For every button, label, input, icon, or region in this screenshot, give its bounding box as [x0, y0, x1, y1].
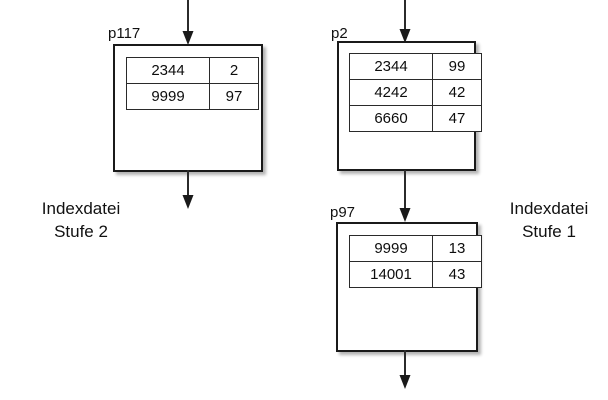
entry-table-p2: 2344 99 4242 42 6660 47 [349, 53, 482, 132]
table-row: 4242 42 [349, 79, 482, 106]
caption-line-1: Indexdatei [509, 199, 589, 218]
cell-pointer: 42 [432, 79, 482, 106]
caption-level-2: Indexdatei Stufe 2 [16, 198, 146, 244]
node-label-p2: p2 [331, 25, 348, 42]
table-row: 2344 2 [126, 57, 259, 84]
cell-key: 6660 [349, 105, 433, 132]
caption-level-1: Indexdatei Stufe 1 [494, 198, 604, 244]
cell-pointer: 97 [209, 83, 259, 110]
arrow-out-of-p117 [181, 170, 195, 210]
entry-table-p117: 2344 2 9999 97 [126, 57, 259, 110]
cell-key: 9999 [126, 83, 210, 110]
caption-line-2: Stufe 1 [522, 221, 576, 241]
arrow-into-p117 [181, 0, 195, 46]
cell-key: 2344 [349, 53, 433, 80]
cell-key: 9999 [349, 235, 433, 262]
cell-key: 2344 [126, 57, 210, 84]
table-row: 6660 47 [349, 105, 482, 132]
arrow-out-of-p97 [398, 350, 412, 390]
caption-line-1: Indexdatei [41, 199, 121, 218]
cell-pointer: 2 [209, 57, 259, 84]
table-row: 2344 99 [349, 53, 482, 80]
node-label-p117: p117 [108, 25, 141, 42]
table-row: 9999 97 [126, 83, 259, 110]
arrow-p2-to-p97 [398, 170, 412, 223]
cell-pointer: 43 [432, 261, 482, 288]
caption-line-2: Stufe 2 [54, 221, 108, 241]
entry-table-p97: 9999 13 14001 43 [349, 235, 482, 288]
cell-pointer: 13 [432, 235, 482, 262]
table-row: 14001 43 [349, 261, 482, 288]
arrow-into-p2 [398, 0, 412, 44]
node-label-p97: p97 [330, 204, 356, 221]
cell-pointer: 47 [432, 105, 482, 132]
table-row: 9999 13 [349, 235, 482, 262]
cell-key: 14001 [349, 261, 433, 288]
cell-key: 4242 [349, 79, 433, 106]
cell-pointer: 99 [432, 53, 482, 80]
